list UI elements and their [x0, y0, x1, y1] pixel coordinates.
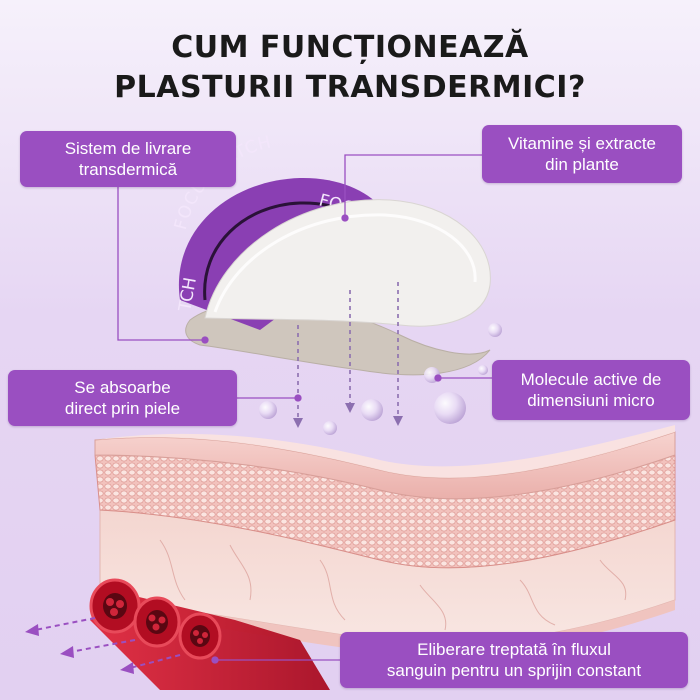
label-vitamins-line-2: din plante: [545, 155, 619, 174]
label-molecules: Molecule active de dimensiuni micro: [492, 360, 690, 420]
label-vitamins: Vitamine și extracte din plante: [482, 125, 682, 183]
label-molecules-line-2: dimensiuni micro: [527, 391, 655, 410]
label-absorbs-line-1: Se absoarbe: [74, 378, 171, 397]
absorption-arrows: [293, 282, 403, 428]
label-delivery-system-line-2: transdermică: [78, 160, 178, 179]
molecule-bubbles: [259, 323, 502, 435]
label-molecules-line-1: Molecule active de: [520, 370, 662, 389]
title-line-2: PLASTURII TRANSDERMICI?: [114, 70, 586, 105]
label-release-line-2: sanguin pentru un sprijin constant: [386, 661, 642, 680]
label-absorbs-line-2: direct prin piele: [64, 399, 181, 418]
label-absorbs: Se absoarbe direct prin piele: [8, 370, 237, 426]
label-release: Eliberare treptată în fluxul sanguin pen…: [340, 632, 688, 688]
leader-lines: [117, 154, 492, 664]
patch-ring-text-3: TCH: [175, 276, 201, 314]
blood-vessels: [89, 578, 330, 690]
label-delivery-system: Sistem de livrare transdermică: [20, 131, 236, 187]
title-line-1: CUM FUNCȚIONEAZĂ: [171, 30, 529, 65]
release-arrows: [25, 617, 181, 674]
label-delivery-system-line-1: Sistem de livrare: [64, 139, 192, 158]
label-vitamins-line-1: Vitamine și extracte: [507, 134, 657, 153]
label-release-line-1: Eliberare treptată în fluxul: [417, 640, 611, 659]
page-title: CUM FUNCȚIONEAZĂ PLASTURII TRANSDERMICI?: [0, 28, 700, 108]
